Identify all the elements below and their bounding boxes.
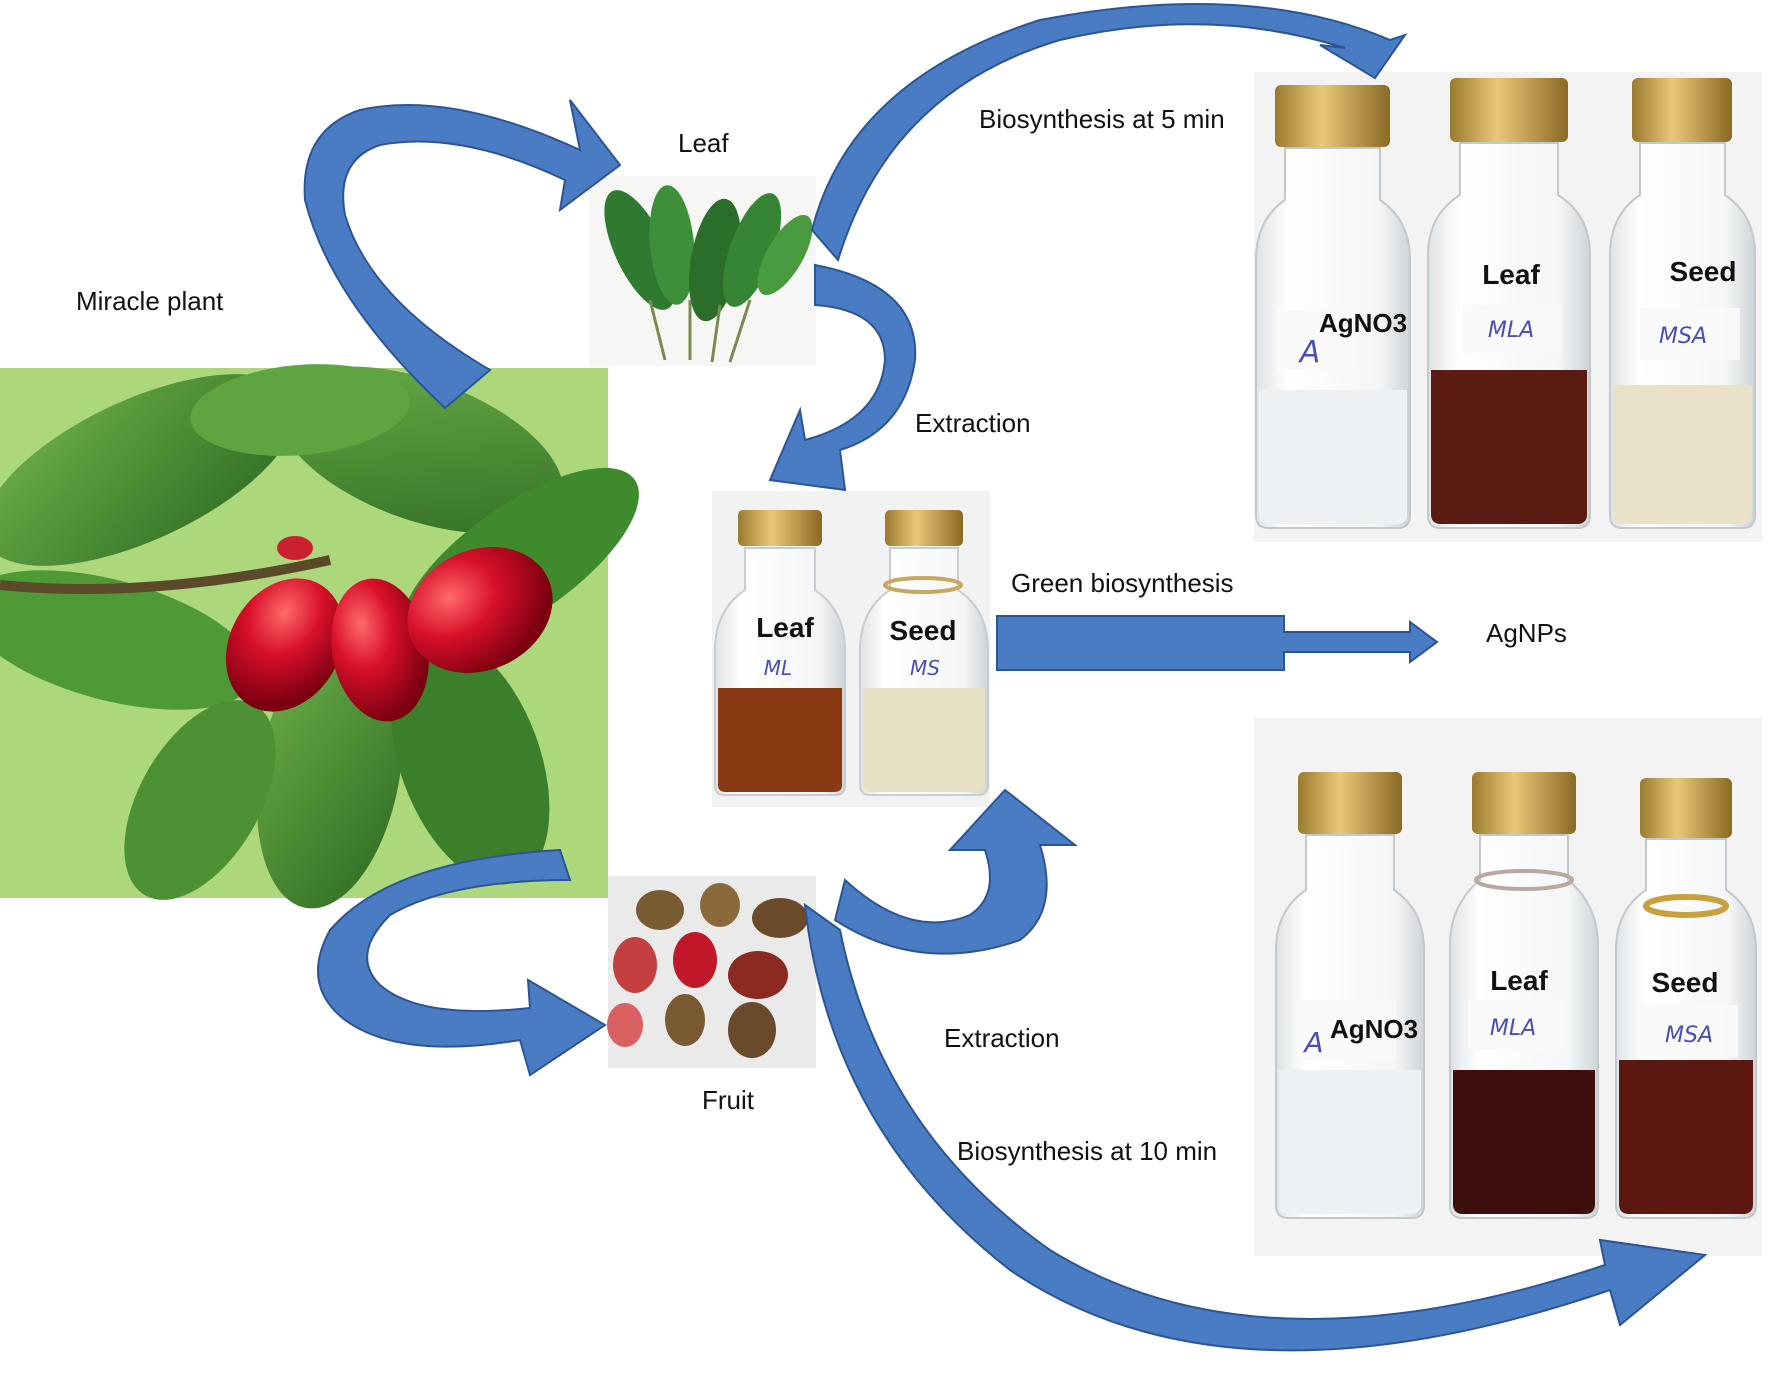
fruit-photo [607,876,816,1068]
arrow-fruit-to-10min [803,902,1708,1352]
liquid-v10a [1279,1070,1421,1214]
label-agnps: AgNPs [1486,618,1567,648]
label-extraction-top: Extraction [915,408,1031,438]
vials-10min-photo [1254,718,1762,1256]
label-miracle-plant: Miracle plant [76,286,224,316]
liquid-v5a [1259,390,1407,524]
arrow-leaf-to-extract [768,263,917,492]
vials-5min-photo [1254,72,1762,542]
label-biosynthesis-10min: Biosynthesis at 10 min [957,1136,1218,1166]
liquid-v10c [1619,1060,1753,1214]
label-green-biosynthesis: Green biosynthesis [1011,568,1234,598]
leaf-photo [589,176,816,366]
arrow-green-biosynthesis [996,615,1439,671]
arrow-leaf-to-5min [810,3,1408,263]
process-arrows [303,3,1708,1352]
liquid-v5b [1431,370,1587,524]
extract-bottles-photo [712,491,990,807]
arrow-fruit-to-extract [833,788,1078,955]
liquid-leafExtract [718,688,842,792]
arrow-plant-to-leaf [303,99,622,410]
liquid-v5c [1613,385,1752,524]
label-biosynthesis-5min: Biosynthesis at 5 min [979,104,1225,134]
label-fruit: Fruit [702,1085,754,1115]
liquid-seedExtract [863,688,985,792]
miracle-plant-photo [0,364,639,909]
arrow-plant-to-fruit [317,848,607,1077]
label-extraction-bottom: Extraction [944,1023,1060,1053]
liquid-v10b [1453,1070,1595,1214]
label-leaf: Leaf [678,128,729,158]
